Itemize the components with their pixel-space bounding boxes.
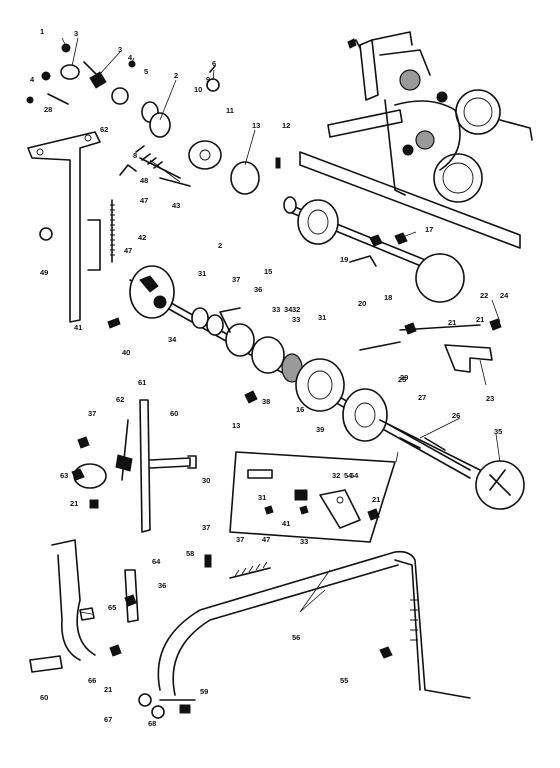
- callout-64: 64: [152, 557, 161, 566]
- callout-54b: 54: [344, 471, 353, 480]
- callout-65: 65: [108, 603, 116, 612]
- callout-47c: 47: [262, 535, 270, 544]
- callout-17: 17: [425, 225, 433, 234]
- callout-18: 18: [384, 293, 392, 302]
- callout-33b: 33: [300, 537, 308, 546]
- callout-16: 16: [296, 405, 304, 414]
- callout-5: 5: [144, 67, 148, 76]
- callout-36b: 36: [158, 581, 166, 590]
- callout-22: 22: [480, 291, 488, 300]
- callout-21c: 21: [372, 495, 380, 504]
- callout-47b: 47: [124, 246, 132, 255]
- callout-13a: 13: [252, 121, 260, 130]
- callout-59: 59: [200, 687, 208, 696]
- callout-33a: 33: [272, 305, 280, 314]
- callout-32b: 32: [332, 471, 340, 480]
- callout-12: 12: [282, 121, 290, 130]
- callout-31c: 31: [318, 313, 326, 322]
- callout-9: 9: [206, 75, 210, 84]
- lower-left-lever: [29, 539, 139, 673]
- callout-10: 10: [194, 85, 202, 94]
- callout-29: 29: [400, 373, 408, 382]
- callout-21d: 21: [104, 685, 112, 694]
- callout-labels: 1 3 3 4 5 2 6 9 10 11 4 28 62 13 12 8 48…: [30, 27, 509, 728]
- callout-62b: 62: [116, 395, 124, 404]
- callout-66: 66: [88, 676, 96, 685]
- callout-34a: 34: [168, 335, 177, 344]
- callout-63: 63: [60, 471, 68, 480]
- callout-6: 6: [212, 59, 216, 68]
- callout-36a: 36: [254, 285, 262, 294]
- callout-21e: 21: [476, 315, 484, 324]
- callout-55: 55: [340, 676, 348, 685]
- callout-37d: 37: [236, 535, 244, 544]
- callout-42: 42: [138, 233, 146, 242]
- callout-2b: 2: [218, 241, 222, 250]
- callout-41b: 41: [282, 519, 290, 528]
- callout-27: 27: [418, 393, 426, 402]
- callout-21b: 21: [70, 499, 78, 508]
- callout-62a: 62: [100, 125, 108, 134]
- callout-11: 11: [226, 106, 234, 115]
- callout-19: 19: [340, 255, 348, 264]
- callout-24: 24: [500, 291, 509, 300]
- callout-31b: 31: [258, 493, 266, 502]
- callout-37b: 37: [88, 409, 96, 418]
- callout-2a: 2: [174, 71, 178, 80]
- callout-28: 28: [44, 105, 52, 114]
- callout-37a: 37: [232, 275, 240, 284]
- callout-35: 35: [494, 427, 502, 436]
- callout-3b: 3: [118, 45, 122, 54]
- leader-lines: [61, 37, 501, 615]
- callout-34b: 34: [284, 305, 293, 314]
- callout-37c: 37: [202, 523, 210, 532]
- callout-23a: 23: [486, 394, 494, 403]
- callout-20: 20: [358, 299, 366, 308]
- callout-8: 8: [133, 151, 137, 160]
- inset-detail: [229, 451, 396, 543]
- callout-67: 67: [104, 715, 112, 724]
- callout-30: 30: [202, 476, 210, 485]
- middle-left-lever: [71, 399, 197, 533]
- callout-4b: 4: [30, 75, 35, 84]
- callout-15: 15: [264, 267, 272, 276]
- callout-60a: 60: [170, 409, 178, 418]
- callout-39: 39: [316, 425, 324, 434]
- cam-shaft-assembly: [129, 265, 525, 510]
- callout-31: 31: [198, 269, 206, 278]
- callout-49: 49: [40, 268, 48, 277]
- callout-21a: 21: [448, 318, 456, 327]
- callout-33c: 33: [292, 315, 300, 324]
- callout-25: 25: [398, 375, 406, 384]
- callout-54a: 54: [350, 471, 359, 480]
- callout-4a: 4: [128, 53, 133, 62]
- upper-frame-assembly: [299, 31, 533, 249]
- callout-58: 58: [186, 549, 194, 558]
- callout-3a: 3: [74, 29, 78, 38]
- lower-lever-assembly: [138, 550, 471, 719]
- callout-68: 68: [148, 719, 156, 728]
- callout-38: 38: [262, 397, 270, 406]
- left-bracket: [27, 131, 137, 329]
- callout-60b: 60: [40, 693, 48, 702]
- right-linkage: [359, 318, 502, 451]
- callout-40a: 40: [122, 348, 130, 357]
- callout-56: 56: [292, 633, 300, 642]
- callout-43: 43: [172, 201, 180, 210]
- callout-48: 48: [140, 176, 148, 185]
- callout-41a: 41: [74, 323, 82, 332]
- upper-shaft: [283, 196, 465, 303]
- callout-1: 1: [40, 27, 44, 36]
- callout-32a: 32: [292, 305, 300, 314]
- callout-47a: 47: [140, 196, 148, 205]
- callout-61: 61: [138, 378, 146, 387]
- callout-13b: 13: [232, 421, 240, 430]
- callout-26: 26: [452, 411, 460, 420]
- top-left-hardware: [26, 43, 281, 195]
